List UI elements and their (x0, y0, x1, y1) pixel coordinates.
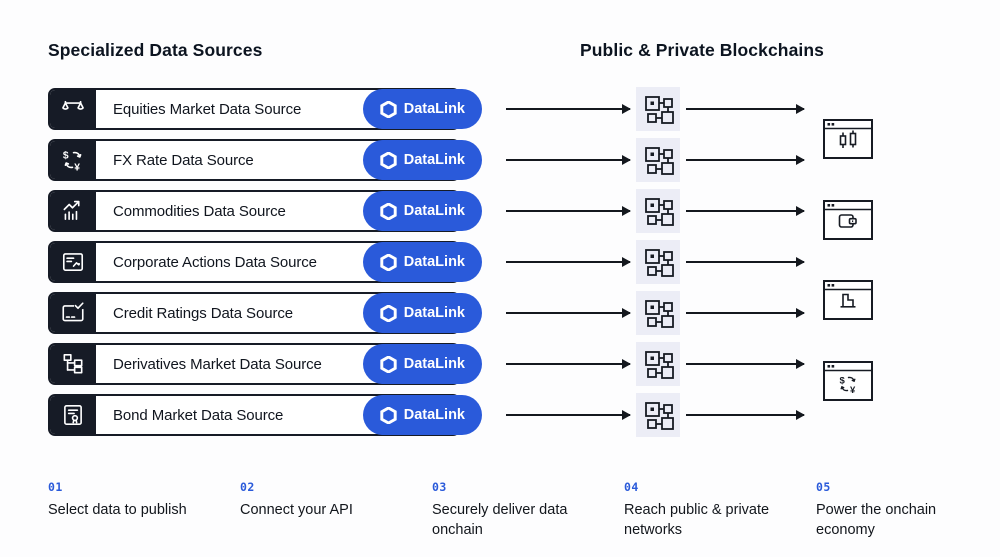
datalink-badge[interactable]: DataLink (362, 293, 482, 333)
datalink-badge[interactable]: DataLink (362, 89, 482, 129)
blockchain-node-icon (636, 393, 680, 437)
right-section-title: Public & Private Blockchains (580, 40, 824, 60)
svg-text:¥: ¥ (850, 385, 856, 396)
checklist-icon (50, 294, 96, 332)
flow-arrow (506, 308, 631, 318)
flow-arrow (506, 206, 631, 216)
flow-arrow (686, 410, 805, 420)
chainlink-hexagon-icon (380, 254, 397, 271)
blockchain-node-icon (636, 240, 680, 284)
trend-chart-icon (50, 192, 96, 230)
step-number: 04 (624, 480, 639, 494)
source-row-equities: Equities Market Data Source DataLink (48, 88, 482, 130)
step-2: 02 Connect your API (240, 480, 420, 521)
step-label: Power the onchain economy (816, 502, 937, 538)
blockchain-node-icon (636, 189, 680, 233)
hierarchy-icon (50, 345, 96, 383)
datalink-badge[interactable]: DataLink (362, 344, 482, 384)
source-row-fx-rate: $ ¥ FX Rate Data Source DataLink (48, 139, 482, 181)
step-number: 03 (432, 480, 447, 494)
datalink-label: DataLink (403, 254, 465, 270)
source-row-credit-ratings: Credit Ratings Data Source DataLink (48, 292, 482, 334)
certificate-icon (50, 396, 96, 434)
source-row-derivatives: Derivatives Market Data Source DataLink (48, 343, 482, 385)
step-3: 03 Securely deliver data onchain (432, 480, 612, 540)
flow-arrow (686, 206, 805, 216)
datalink-badge[interactable]: DataLink (362, 191, 482, 231)
datalink-badge[interactable]: DataLink (362, 140, 482, 180)
blockchain-node-icon (636, 87, 680, 131)
flow-arrow (686, 104, 805, 114)
chainlink-hexagon-icon (380, 305, 397, 322)
flow-arrow (686, 155, 805, 165)
chainlink-hexagon-icon (380, 203, 397, 220)
blockchain-node-icon (636, 342, 680, 386)
datalink-label: DataLink (403, 356, 465, 372)
step-label: Select data to publish (48, 502, 187, 518)
chainlink-hexagon-icon (380, 152, 397, 169)
candlestick-chart-window (823, 119, 873, 159)
step-4: 04 Reach public & private networks (624, 480, 804, 540)
step-5: 05 Power the onchain economy (816, 480, 996, 540)
flow-arrow (506, 359, 631, 369)
chainlink-hexagon-icon (380, 407, 397, 424)
source-label: Derivatives Market Data Source (113, 355, 322, 373)
currency-exchange-window: $ ¥ (823, 361, 873, 401)
datalink-label: DataLink (403, 305, 465, 321)
svg-text:$: $ (63, 150, 69, 161)
step-label: Securely deliver data onchain (432, 502, 568, 538)
blockchain-node-icon (636, 138, 680, 182)
step-number: 01 (48, 480, 63, 494)
flow-arrow (506, 104, 631, 114)
flow-arrow (506, 155, 631, 165)
step-label: Connect your API (240, 502, 353, 518)
datalink-label: DataLink (403, 152, 465, 168)
source-row-bond-market: Bond Market Data Source DataLink (48, 394, 482, 436)
datalink-label: DataLink (403, 101, 465, 117)
flow-arrow (506, 257, 631, 267)
datalink-badge[interactable]: DataLink (362, 395, 482, 435)
flow-arrow (686, 359, 805, 369)
svg-text:¥: ¥ (74, 162, 80, 173)
step-number: 05 (816, 480, 831, 494)
chainlink-hexagon-icon (380, 356, 397, 373)
left-section-title: Specialized Data Sources (48, 40, 263, 60)
flow-arrow (506, 410, 631, 420)
step-1: 01 Select data to publish (48, 480, 228, 521)
currency-exchange-icon: $ ¥ (50, 141, 96, 179)
datalink-label: DataLink (403, 203, 465, 219)
datalink-label: DataLink (403, 407, 465, 423)
step-number: 02 (240, 480, 255, 494)
scales-icon (50, 90, 96, 128)
step-label: Reach public & private networks (624, 502, 770, 538)
source-label: Equities Market Data Source (113, 100, 302, 118)
blockchain-node-icon (636, 291, 680, 335)
bar-chart-window (823, 280, 873, 320)
svg-text:$: $ (840, 376, 846, 387)
document-chart-icon (50, 243, 96, 281)
datalink-badge[interactable]: DataLink (362, 242, 482, 282)
flow-arrow (686, 257, 805, 267)
source-label: Credit Ratings Data Source (113, 304, 293, 322)
flow-arrow (686, 308, 805, 318)
wallet-window (823, 200, 873, 240)
source-label: Commodities Data Source (113, 202, 286, 220)
chainlink-hexagon-icon (380, 101, 397, 118)
source-row-commodities: Commodities Data Source DataLink (48, 190, 482, 232)
source-label: Corporate Actions Data Source (113, 253, 317, 271)
source-row-corporate-actions: Corporate Actions Data Source DataLink (48, 241, 482, 283)
source-label: Bond Market Data Source (113, 406, 284, 424)
source-label: FX Rate Data Source (113, 151, 254, 169)
